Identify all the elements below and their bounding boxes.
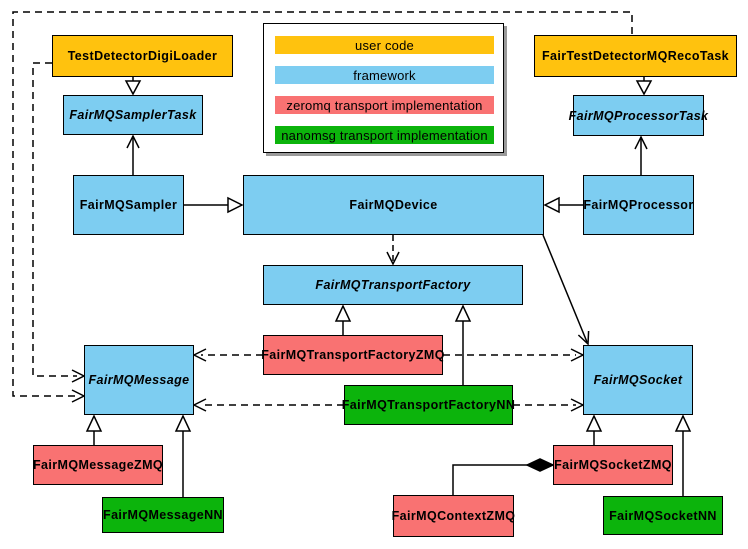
node-fairmqdevice: FairMQDevice [243, 175, 544, 235]
inheritance-triangle-factory-nn [454, 304, 472, 322]
node-fairmqtransportfactory: FairMQTransportFactory [263, 265, 523, 305]
node-fairmqsocket: FairMQSocket [583, 345, 693, 415]
legend-item-user-code: user code [275, 36, 494, 54]
node-fairmqmessage: FairMQMessage [84, 345, 194, 415]
arrowhead-message-right-lower [192, 398, 207, 412]
node-fairmqsamplertask: FairMQSamplerTask [63, 95, 203, 135]
node-testdetectordigiloader: TestDetectorDigiLoader [52, 35, 233, 77]
inheritance-triangle-samplertask [124, 80, 142, 96]
legend-item-zeromq: zeromq transport implementation [275, 96, 494, 114]
legend-item-framework: framework [275, 66, 494, 84]
node-fairmqmessagezmq: FairMQMessageZMQ [33, 445, 163, 485]
edge-device-socket [542, 234, 588, 343]
node-fairmqcontextzmq: FairMQContextZMQ [392, 495, 515, 537]
node-fairmqmessagenn: FairMQMessageNN [102, 497, 224, 533]
inheritance-triangle-processortask [635, 80, 653, 96]
arrowhead-socket-left-upper [570, 348, 585, 362]
arrowhead-socket-left-lower [570, 398, 585, 412]
node-fairmqsocketzmq: FairMQSocketZMQ [553, 445, 673, 485]
arrowhead-transportfactory [386, 251, 400, 266]
node-fairmqtransportfactorynn: FairMQTransportFactoryNN [342, 385, 515, 425]
arrowhead-samplertask [126, 134, 140, 149]
arrowhead-socket-top [577, 330, 590, 346]
inheritance-triangle-device-right [543, 196, 560, 214]
inheritance-triangle-socket-nn [674, 414, 692, 432]
inheritance-triangle-socket-zmq [585, 414, 603, 432]
node-fairmqprocessortask: FairMQProcessorTask [569, 95, 708, 136]
legend-item-nanomsg: nanomsg transport implementation [275, 126, 494, 144]
inheritance-triangle-message-zmq [85, 414, 103, 432]
inheritance-triangle-device-left [227, 196, 244, 214]
edge-recotask-uses-message [12, 11, 633, 397]
node-fairmqsocketnn: FairMQSocketNN [603, 496, 723, 535]
inheritance-triangle-factory-zmq [334, 304, 352, 322]
composition-diamond-socketzmq [525, 458, 555, 472]
inheritance-triangle-message-nn [174, 414, 192, 432]
arrowhead-message-right-upper [192, 348, 207, 362]
node-fairtestdetectormqrecotask: FairTestDetectorMQRecoTask [534, 35, 737, 77]
legend-box: user code framework zeromq transport imp… [263, 23, 504, 153]
arrowhead-processortask [634, 135, 648, 150]
edge-contextzmq-socketzmq [452, 464, 528, 495]
node-fairmqtransportfactoryzmq: FairMQTransportFactoryZMQ [261, 335, 444, 375]
edge-digiloader-uses-message [32, 62, 77, 377]
node-fairmqsampler: FairMQSampler [73, 175, 184, 235]
node-fairmqprocessor: FairMQProcessor [583, 175, 694, 235]
